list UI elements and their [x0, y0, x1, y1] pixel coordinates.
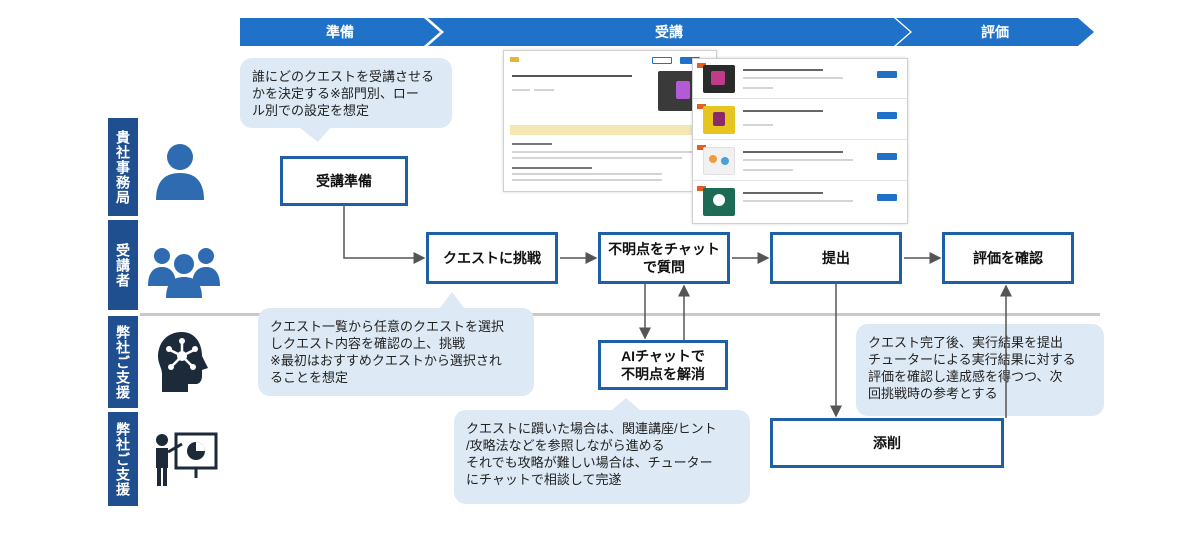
box-correction: 添削: [770, 418, 1004, 468]
box-chat-question: 不明点をチャット で質問: [598, 232, 730, 284]
callout-quest: クエスト一覧から任意のクエストを選択 しクエスト内容を確認の上、挑戦 ※最初はお…: [258, 308, 534, 396]
phase-take: 受講: [428, 18, 910, 46]
box-chat-label: 不明点をチャット: [608, 241, 720, 257]
callout-quest-line: クエスト一覧から任意のクエストを選択: [270, 319, 505, 334]
box-prep-label: 受講準備: [316, 173, 372, 189]
phase-prep-label: 準備: [326, 24, 354, 40]
group-icon: [148, 248, 220, 298]
box-eval-label: 評価を確認: [973, 250, 1043, 266]
callout-quest-line: しクエスト内容を確認の上、挑戦: [270, 336, 466, 351]
callout-stuck-line: クエストに躓いた場合は、関連講座/ヒント: [466, 421, 717, 436]
box-quest: クエストに挑戦: [426, 232, 558, 284]
callout-complete: クエスト完了後、実行結果を提出 チューターによる実行結果に対する 評価を確認し達…: [856, 324, 1104, 416]
box-eval: 評価を確認: [942, 232, 1074, 284]
box-prep: 受講準備: [280, 156, 408, 206]
callout-prep-line: かを決定する※部門別、ロー: [252, 86, 419, 101]
callout-stuck-line: にチャットで相談して完遂: [466, 472, 622, 487]
quest-card: [693, 141, 907, 181]
callout-complete-line: 回挑戦時の参考とする: [868, 386, 998, 401]
callout-quest-line: ※最初はおすすめクエストから選択され: [270, 353, 502, 368]
quest-card: [693, 182, 907, 222]
callout-prep: 誰にどのクエストを受講させる かを決定する※部門別、ロー ル別での設定を想定: [240, 58, 452, 128]
box-submit: 提出: [770, 232, 902, 284]
box-correction-label: 添削: [873, 435, 901, 451]
phase-eval-label: 評価: [981, 24, 1009, 40]
phase-eval: 評価: [896, 18, 1094, 46]
callout-stuck: クエストに躓いた場合は、関連講座/ヒント /攻略法などを参照しながら進める それ…: [454, 410, 750, 504]
callout-prep-line: 誰にどのクエストを受講させる: [252, 69, 435, 84]
callout-stuck-line: /攻略法などを参照しながら進める: [466, 438, 665, 453]
presenter-icon: [156, 432, 218, 486]
callout-complete-line: チューターによる実行結果に対する: [868, 352, 1076, 367]
row-label-support-ai: 弊社ご支援: [108, 316, 138, 408]
row-divider: [140, 313, 1100, 316]
callout-complete-line: 評価を確認し達成感を得つつ、次: [868, 369, 1063, 384]
box-quest-label: クエストに挑戦: [443, 250, 541, 266]
row-label-learner: 受講者: [108, 220, 138, 310]
box-ai-chat: AIチャットで 不明点を解消: [598, 340, 728, 390]
quest-detail-screenshot: [503, 50, 717, 192]
quest-card: [693, 59, 907, 99]
box-ai-label: AIチャットで: [621, 348, 705, 364]
box-ai-label: 不明点を解消: [621, 366, 705, 382]
callout-quest-line: ることを想定: [270, 370, 349, 385]
phase-take-label: 受講: [655, 24, 683, 40]
callout-prep-line: ル別での設定を想定: [252, 103, 370, 118]
row-label-support-tutor: 弊社ご支援: [108, 412, 138, 506]
ai-head-icon: [158, 332, 208, 392]
quest-list-screenshot: [692, 58, 908, 224]
callout-stuck-line: それでも攻略が難しい場合は、チューター: [466, 455, 713, 470]
row-label-office: 貴社事務局: [108, 118, 138, 216]
box-chat-label: で質問: [643, 259, 685, 275]
quest-card: [693, 100, 907, 140]
person-icon: [156, 144, 204, 200]
box-submit-label: 提出: [822, 250, 850, 266]
phase-prep: 準備: [240, 18, 440, 46]
callout-complete-line: クエスト完了後、実行結果を提出: [868, 335, 1064, 350]
